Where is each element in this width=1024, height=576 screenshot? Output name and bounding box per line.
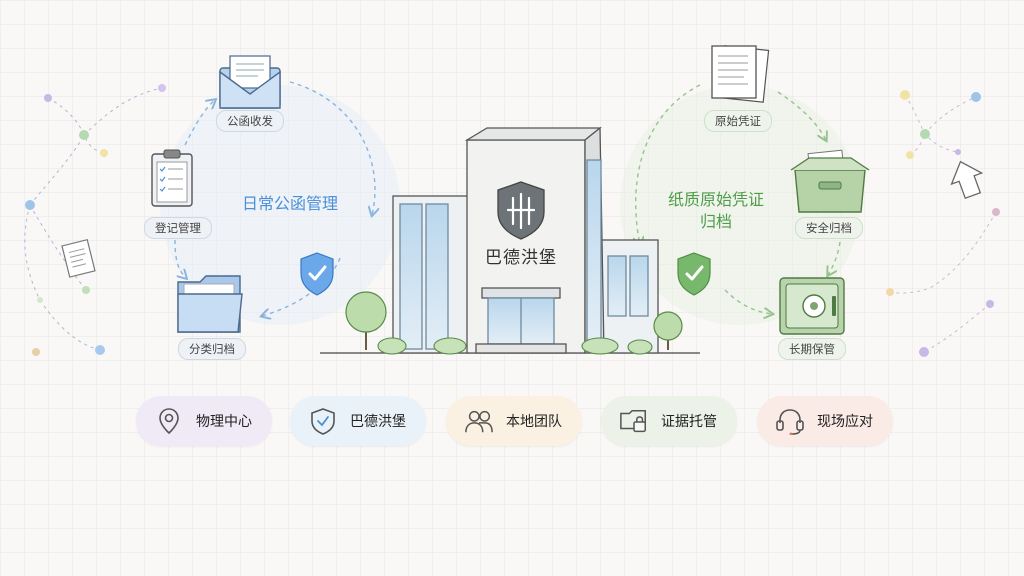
feature-pill-onsite-response[interactable]: 现场应对 xyxy=(757,396,893,446)
label-registration-management: 登记管理 xyxy=(144,217,212,239)
feature-label: 物理中心 xyxy=(196,414,252,430)
green-shield-check-icon xyxy=(677,252,711,296)
feature-label: 现场应对 xyxy=(817,414,873,430)
clipboard-icon xyxy=(151,149,193,207)
folder-lock-icon xyxy=(619,406,649,436)
feature-label: 证据托管 xyxy=(661,414,717,430)
shield-check-icon xyxy=(308,406,338,436)
label-long-term-custody: 长期保管 xyxy=(778,338,846,360)
left-flow-heading: 日常公函管理 xyxy=(242,194,339,213)
label-letter-send-receive: 公函收发 xyxy=(216,110,284,132)
tree-left xyxy=(345,291,387,350)
archive-box-icon xyxy=(790,149,870,213)
arrow-archive-to-safe xyxy=(828,241,841,275)
label-secure-archive: 安全归档 xyxy=(795,217,863,239)
feature-label: 巴德洪堡 xyxy=(350,414,406,430)
feature-pill-physical-center[interactable]: 物理中心 xyxy=(136,396,272,446)
left-decor-network xyxy=(24,87,163,351)
office-building xyxy=(320,126,700,354)
feature-pill-brand[interactable]: 巴德洪堡 xyxy=(290,396,426,446)
left-halo xyxy=(160,85,400,325)
tree-right xyxy=(653,311,683,350)
shield-emblem-icon xyxy=(497,181,545,240)
headset-icon xyxy=(775,406,805,436)
team-icon xyxy=(464,406,494,436)
documents-icon xyxy=(711,45,770,103)
feature-pill-evidence-custody[interactable]: 证据托管 xyxy=(601,396,737,446)
label-original-vouchers: 原始凭证 xyxy=(704,110,772,132)
arrow-check-to-folder xyxy=(262,257,341,316)
paper-note-icon xyxy=(61,238,96,278)
building-name: 巴德洪堡 xyxy=(485,248,557,268)
envelope-icon xyxy=(219,55,281,109)
location-pin-icon xyxy=(154,406,184,436)
right-flow-heading-line1: 纸质原始凭证 xyxy=(667,190,764,209)
feature-label: 本地团队 xyxy=(506,414,562,430)
blue-shield-check-icon xyxy=(300,252,334,296)
right-decor-network xyxy=(889,94,997,353)
arrow-envelope-to-check xyxy=(289,81,375,215)
feature-pill-local-team[interactable]: 本地团队 xyxy=(446,396,582,446)
left-decor-dots xyxy=(25,84,166,356)
right-flow-heading-line2: 归档 xyxy=(699,212,732,231)
arrow-clipboard-to-envelope xyxy=(184,100,215,146)
right-flow-heading: 纸质原始凭证 归档 xyxy=(658,189,774,233)
upload-arrow-icon xyxy=(950,160,984,200)
folder-icon xyxy=(177,275,243,333)
right-decor-dots xyxy=(886,90,1000,357)
arrow-documents-to-check xyxy=(636,84,701,245)
label-category-filing: 分类归档 xyxy=(178,338,246,360)
safe-icon xyxy=(779,277,845,335)
arrow-documents-to-archive xyxy=(777,91,826,140)
shrubs xyxy=(377,337,653,355)
arrow-check-to-safe xyxy=(724,289,772,314)
